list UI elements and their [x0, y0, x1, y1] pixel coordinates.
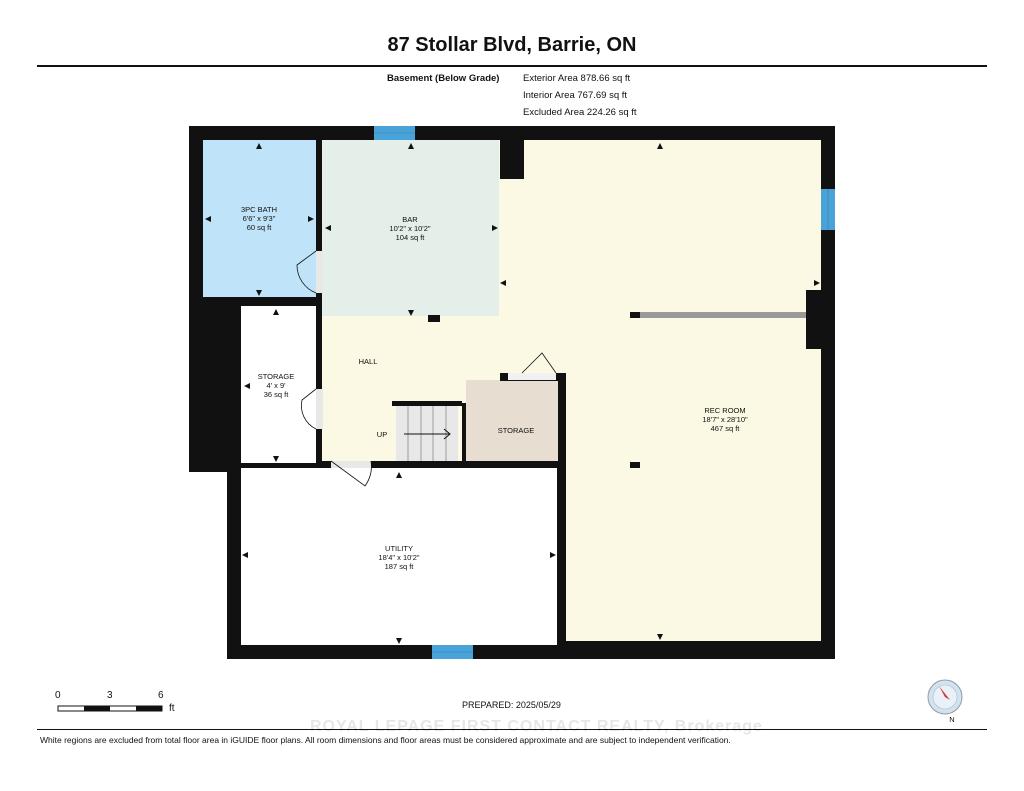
storage1-area: 36 sq ft	[264, 390, 290, 399]
storage1-door-gap	[316, 389, 323, 429]
rec-dims: 18'7" x 28'10"	[702, 415, 748, 424]
rec-pillar	[806, 290, 824, 349]
bar-name: BAR	[402, 215, 418, 224]
bath-door-gap	[316, 251, 323, 293]
utility-name: UTILITY	[385, 544, 413, 553]
bar-dims: 10'2" x 10'2"	[389, 224, 430, 233]
rec-area: 467 sq ft	[711, 424, 741, 433]
scale-bar	[57, 705, 163, 712]
rec-name: REC ROOM	[704, 406, 745, 415]
interior-area: Interior Area 767.69 sq ft	[523, 90, 628, 101]
utility-door-swing	[330, 460, 372, 487]
utility-dims: 18'4" x 10'2"	[378, 553, 419, 562]
rec-half-wall	[640, 312, 806, 318]
storage1-door-swing	[301, 388, 317, 430]
prepared-date: PREPARED: 2025/05/29	[462, 700, 561, 710]
storage2-name: STORAGE	[498, 426, 535, 435]
wall-notch	[500, 140, 524, 179]
room-utility	[241, 468, 557, 645]
room-storage2	[466, 380, 558, 461]
stair-wall	[392, 401, 462, 406]
scale-tick-6: 6	[158, 690, 164, 701]
bath-area: 60 sq ft	[247, 223, 273, 232]
bath-dims: 6'6" x 9'3"	[243, 214, 276, 223]
disclaimer: White regions are excluded from total fl…	[40, 735, 731, 745]
compass-icon: N	[927, 679, 963, 724]
storage1-dims: 4' x 9'	[266, 381, 286, 390]
storage1-name: STORAGE	[258, 372, 295, 381]
excluded-area: Excluded Area 224.26 sq ft	[523, 107, 637, 118]
scale-tick-3: 3	[107, 690, 113, 701]
scale-unit: ft	[169, 703, 175, 714]
exterior-area: Exterior Area 878.66 sq ft	[523, 73, 631, 84]
storage2-door-swing	[521, 352, 557, 374]
floor-name: Basement (Below Grade)	[387, 73, 500, 84]
stairs-label: UP	[377, 430, 387, 439]
storage2-door	[508, 373, 556, 380]
hall-name: HALL	[359, 357, 378, 366]
rec-post	[630, 312, 640, 318]
title-divider	[37, 65, 987, 67]
page-title: 87 Stollar Blvd, Barrie, ON	[387, 34, 637, 56]
watermark: ROYAL LEPAGE FIRST CONTACT REALTY, Broke…	[310, 718, 763, 735]
utility-door-gap	[331, 461, 371, 468]
bath-name: 3PC BATH	[241, 205, 277, 214]
dimension-arrows	[205, 143, 820, 644]
room-bar	[322, 140, 499, 316]
bath-door-swing	[296, 250, 317, 294]
room-storage1	[241, 306, 316, 463]
scale-tick-0: 0	[55, 690, 61, 701]
hall-post	[428, 315, 440, 322]
utility-area: 187 sq ft	[385, 562, 415, 571]
footer-divider	[37, 729, 987, 730]
rec-post-2	[630, 462, 640, 468]
compass-label: N	[949, 715, 954, 724]
bar-area: 104 sq ft	[396, 233, 426, 242]
